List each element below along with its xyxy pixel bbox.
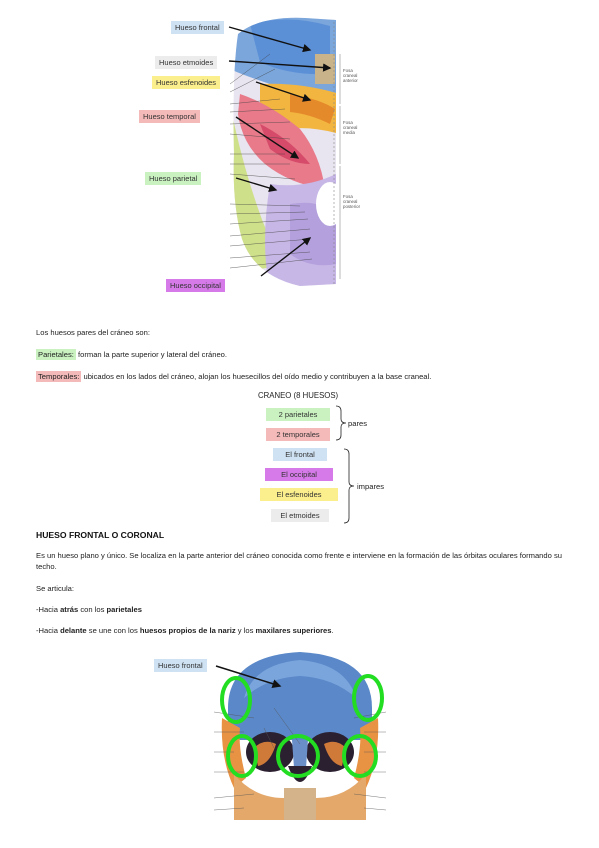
chip-parietales: 2 parietales [266, 408, 330, 421]
chip-etmoides: El etmoides [271, 509, 329, 522]
fossa-anterior-label: Fosa craneal anterior [343, 68, 358, 83]
chip-esfenoides: El esfenoides [260, 488, 338, 501]
impares-label: impares [357, 482, 385, 491]
pares-brace [335, 405, 347, 441]
label-etmoides: Hueso etmoides [155, 56, 218, 69]
label-esfenoides: Hueso esfenoides [152, 76, 221, 89]
chip-temporales: 2 temporales [266, 428, 330, 441]
impares-brace [343, 448, 355, 524]
a1-bold-parietales: parietales [106, 605, 142, 614]
a1-mid: con los [78, 605, 107, 614]
a2-mid: se une con los [86, 626, 140, 635]
parietales-text: forman la parte superior y lateral del c… [75, 350, 227, 359]
diagram-title: CRANEO (8 HUESOS) [258, 391, 339, 400]
chip-occipital: El occipital [265, 468, 333, 481]
label-frontal: Hueso frontal [171, 21, 224, 34]
fossa-media-label: Fosa craneal media [343, 120, 358, 135]
pares-label: pares [348, 419, 367, 428]
a1-pre: -Hacia [36, 605, 61, 614]
a2-end: . [331, 626, 334, 635]
label-parietal: Hueso parietal [145, 172, 202, 185]
articulation-back: -Hacia atrás con los parietales [36, 604, 142, 615]
a1-bold-atras: atrás [60, 605, 79, 614]
temporales-term: Temporales: [36, 371, 82, 382]
a2-bold-nariz: huesos propios de la nariz [139, 626, 236, 635]
articula-text: Se articula: [36, 584, 74, 593]
label-arrows [228, 26, 332, 277]
articulation-front: -Hacia delante se une con los huesos pro… [36, 625, 334, 636]
frontal-arrow [215, 665, 282, 689]
highlight-circles [220, 674, 384, 778]
temporales-paragraph: Temporales: ubicados en los lados del cr… [36, 371, 431, 382]
a2-bold-delante: delante [60, 626, 87, 635]
parietales-paragraph: Parietales: forman la parte superior y l… [36, 349, 227, 360]
label-frontal-fig2: Hueso frontal [154, 659, 207, 672]
label-occipital: Hueso occipital [166, 279, 225, 292]
a2-pre: -Hacia [36, 626, 61, 635]
frontal-description: Es un hueso plano y único. Se localiza e… [36, 551, 562, 571]
a2-bold-maxilares: maxilares superiores [255, 626, 332, 635]
fossa-posterior-label: Fosa craneal posterior [343, 194, 361, 209]
section-heading: HUESO FRONTAL O CORONAL [36, 530, 165, 540]
temporales-text: ubicados en los lados del cráneo, alojan… [81, 372, 432, 381]
chip-frontal: El frontal [273, 448, 327, 461]
intro-text: Los huesos pares del cráneo son: [36, 328, 150, 337]
label-temporal: Hueso temporal [139, 110, 200, 123]
a2-mid2: y los [235, 626, 256, 635]
parietales-term: Parietales: [36, 349, 76, 360]
